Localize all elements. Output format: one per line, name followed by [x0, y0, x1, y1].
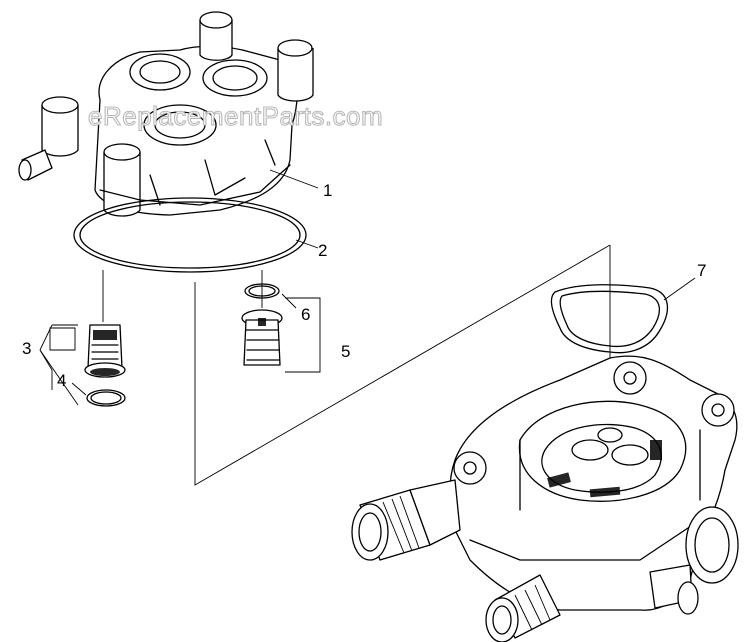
callout-5: 5 — [341, 342, 350, 361]
gasket-part-7 — [550, 277, 696, 354]
check-valve-part-5 — [241, 270, 321, 373]
o-ring-part-6 — [244, 283, 297, 309]
callout-4: 4 — [57, 371, 66, 390]
callout-3: 3 — [22, 339, 31, 358]
callout-1: 1 — [323, 181, 332, 200]
watermark-text: eReplacementParts.com — [88, 101, 383, 131]
o-ring-part-2 — [73, 197, 319, 273]
pump-head-part-1 — [18, 11, 319, 217]
callout-7: 7 — [697, 261, 706, 280]
check-valve-part-3 — [39, 270, 126, 406]
callout-6: 6 — [301, 305, 310, 324]
manifold-housing — [351, 355, 739, 642]
callout-2: 2 — [318, 241, 327, 260]
o-ring-part-4 — [71, 382, 126, 407]
